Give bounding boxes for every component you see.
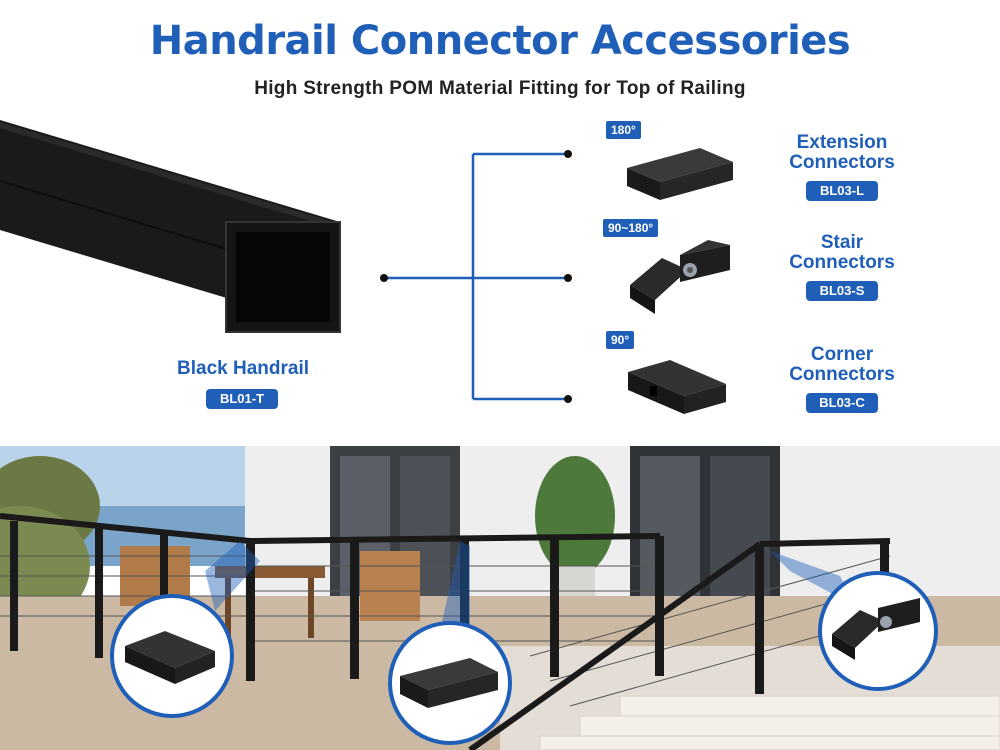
stair-label-line2: Connectors [789,252,895,273]
page-subtitle: High Strength POM Material Fitting for T… [254,78,746,99]
extension-connector-image [627,148,733,200]
stair-code-badge: BL03-S [806,281,878,301]
handrail-label: Black Handrail [177,358,309,379]
line-dot [564,150,572,158]
handrail-code-badge: BL01-T [206,389,278,409]
line-dot [380,274,388,282]
black-handrail-image [0,120,341,333]
page-title: Handrail Connector Accessories [149,18,851,64]
line-dot [564,274,572,282]
stair-zoom-circle [818,571,938,691]
corner-connector-image [628,360,726,414]
stair-connector-image [630,240,730,314]
extension-label-line1: Extension [796,132,888,153]
stair-label-line1: Stair [820,232,864,253]
connector-lines [384,152,568,401]
balcony-photo [0,446,1000,750]
extension-zoom-circle [388,621,512,745]
angle-badge-stair: 90~180° [603,219,659,237]
line-dot [564,395,572,403]
angle-badge-corner: 90° [606,331,635,349]
corner-zoom-circle [110,594,234,718]
extension-code-badge: BL03-L [806,181,878,201]
corner-label-line1: Corner [810,344,874,365]
angle-badge-extension: 180° [606,121,641,139]
corner-code-badge: BL03-C [806,393,878,413]
corner-label-line2: Connectors [789,364,895,385]
extension-label-line2: Connectors [789,152,895,173]
product-diagram [0,120,733,414]
